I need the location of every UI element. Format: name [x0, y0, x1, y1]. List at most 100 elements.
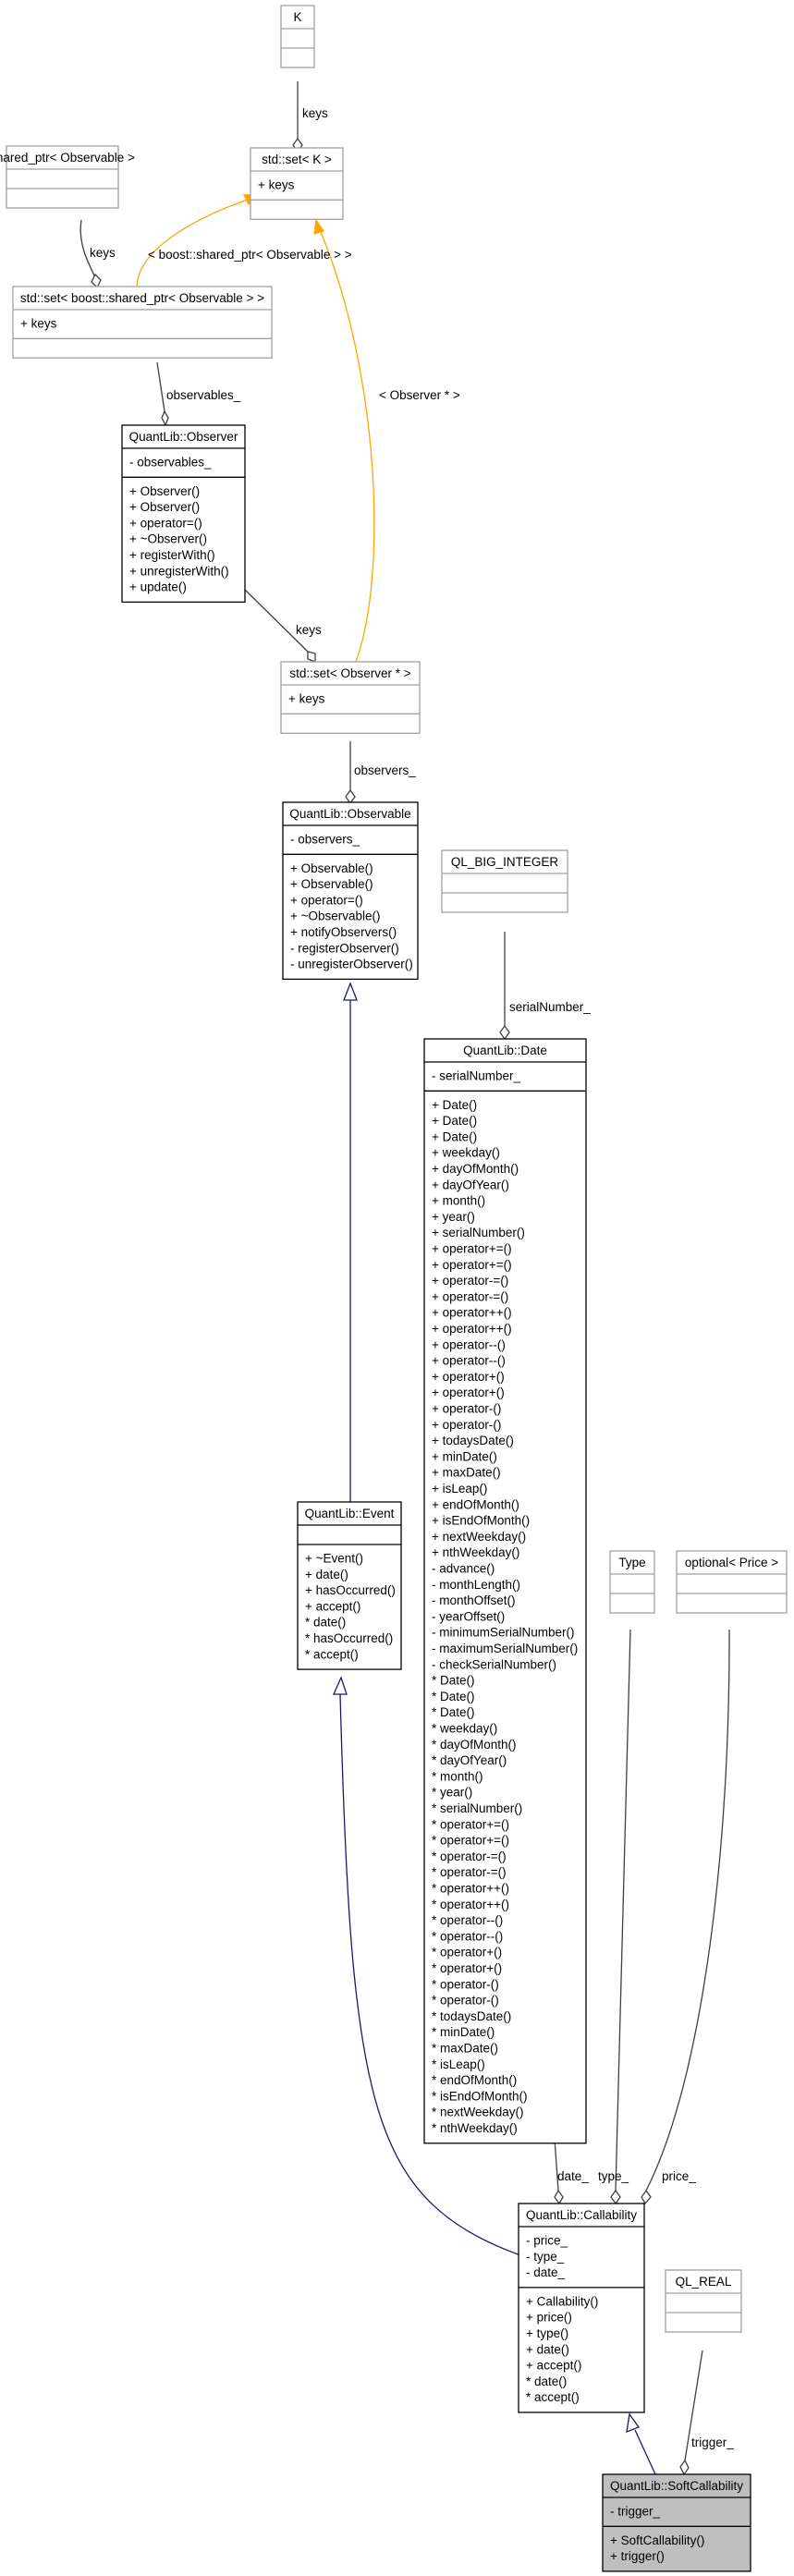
class-operation: + update()	[129, 580, 187, 594]
class-operation: + operator++()	[432, 1322, 512, 1336]
class-operation: + ~Event()	[305, 1552, 363, 1566]
edge-label-price: price_	[662, 2169, 696, 2183]
class-attribute: - date_	[526, 2265, 566, 2279]
class-operation: + operator++()	[432, 1306, 512, 1320]
class-operation: * date()	[305, 1616, 346, 1630]
class-operation: + registerWith()	[129, 548, 215, 562]
class-operation: + year()	[432, 1210, 475, 1224]
class-operation: * operator+=()	[432, 1817, 509, 1831]
class-operation: + operator=()	[129, 516, 202, 530]
class-operation: + accept()	[526, 2359, 581, 2373]
class-operation: * year()	[432, 1786, 472, 1800]
aggregation-diamond-icon	[307, 651, 316, 663]
edge-label-observer-keys: keys	[296, 623, 322, 637]
class-operation: + nextWeekday()	[432, 1530, 526, 1544]
class-operation: * Date()	[432, 1705, 475, 1719]
class-title: K	[293, 10, 301, 24]
edge-label-trigger: trigger_	[691, 2436, 734, 2449]
class-operation: + notifyObservers()	[290, 925, 397, 939]
class-title: QL_BIG_INTEGER	[451, 855, 559, 869]
class-operation: - maximumSerialNumber()	[432, 1642, 578, 1655]
class-operation: * date()	[526, 2375, 567, 2388]
class-node-observable[interactable]: QuantLib::Observable- observers_+ Observ…	[282, 801, 419, 981]
class-operation: * minDate()	[432, 2025, 495, 2039]
class-box	[6, 145, 119, 209]
class-operation: + accept()	[305, 1599, 360, 1613]
edge-labels: keys keys < boost::shared_ptr< Observabl…	[90, 106, 734, 2449]
class-box	[297, 1501, 402, 1670]
class-operation: + trigger()	[610, 2549, 665, 2563]
class-operation: + operator-()	[432, 1418, 501, 1432]
class-box	[280, 5, 315, 68]
class-operation: - unregisterObserver()	[290, 958, 413, 971]
class-operation: + isEndOfMonth()	[432, 1514, 530, 1528]
edge-observables	[156, 361, 165, 412]
class-operation: * accept()	[305, 1647, 359, 1661]
class-operation: + operator-()	[432, 1402, 501, 1416]
class-operation: - monthOffset()	[432, 1593, 516, 1607]
class-node-std-set-observer[interactable]: std::set< Observer * >+ keys	[280, 661, 421, 734]
class-node-callability[interactable]: QuantLib::Callability- price_- type_- da…	[518, 2203, 645, 2413]
class-operation: + minDate()	[432, 1449, 497, 1463]
edge-type-member	[615, 1629, 631, 2191]
aggregation-diamond-icon	[161, 409, 169, 427]
class-operation: + Observer()	[129, 500, 200, 514]
class-operation: + isLeap()	[432, 1482, 487, 1496]
class-box	[676, 1550, 788, 1614]
class-box	[250, 147, 344, 220]
class-operation: + Observable()	[290, 861, 373, 875]
class-box	[609, 1550, 655, 1614]
class-operation: * hasOccurred()	[305, 1631, 393, 1645]
class-operation: + operator+=()	[432, 1242, 512, 1256]
class-operation: * operator--()	[432, 1929, 503, 1943]
class-node-std-set-shared[interactable]: std::set< boost::shared_ptr< Observable …	[12, 286, 273, 359]
class-node-date[interactable]: QuantLib::Date- serialNumber_+ Date()+ D…	[423, 1038, 587, 2144]
class-operation: + ~Observer()	[129, 532, 207, 546]
class-title: QuantLib::Observer	[129, 430, 238, 444]
class-node-soft-callability[interactable]: QuantLib::SoftCallability- trigger_+ Sof…	[602, 2473, 751, 2572]
edge-soft-inherits-callability	[634, 2429, 656, 2475]
class-title: QuantLib::Event	[305, 1507, 395, 1520]
class-operation: + nthWeekday()	[432, 1545, 519, 1559]
class-operation: + date()	[305, 1568, 348, 1581]
class-node-optional-price[interactable]: optional< Price >	[676, 1550, 788, 1614]
class-attribute: + keys	[20, 317, 57, 331]
class-title: std::set< Observer * >	[289, 666, 410, 680]
class-title: std::set< boost::shared_ptr< Observable …	[20, 291, 264, 305]
class-operation: + operator-=()	[432, 1274, 508, 1288]
class-attribute: + keys	[288, 692, 325, 706]
class-operation: + serialNumber()	[432, 1226, 525, 1239]
edge-sharedptr-to-set	[79, 219, 96, 278]
class-attribute: - observers_	[290, 833, 360, 847]
class-operation: - advance()	[432, 1562, 495, 1576]
class-attribute: - price_	[526, 2234, 568, 2248]
class-node-type[interactable]: Type	[609, 1550, 655, 1614]
class-operation: - registerObserver()	[290, 941, 399, 955]
class-operation: + month()	[432, 1194, 485, 1208]
class-operation: - minimumSerialNumber()	[432, 1626, 575, 1640]
class-node-ql-real[interactable]: QL_REAL	[665, 2269, 742, 2333]
class-node-k[interactable]: K	[280, 5, 315, 68]
edge-label-type: type_	[598, 2169, 629, 2183]
class-operation: + operator--()	[432, 1354, 506, 1368]
aggregation-diamond-icon	[679, 2459, 690, 2476]
class-operation: + operator+()	[432, 1386, 505, 1399]
class-node-ql-big-integer[interactable]: QL_BIG_INTEGER	[441, 849, 568, 913]
class-attribute: - trigger_	[610, 2505, 661, 2519]
class-operation: + Date()	[432, 1098, 477, 1112]
class-node-shared-ptr-obs[interactable]: shared_ptr< Observable >	[0, 145, 135, 209]
class-node-event[interactable]: QuantLib::Event+ ~Event()+ date()+ hasOc…	[297, 1501, 402, 1670]
class-title: QL_REAL	[676, 2275, 732, 2289]
inheritance-arrow-icon	[332, 1676, 348, 1695]
class-node-std-set-k[interactable]: std::set< K >+ keys	[250, 147, 344, 220]
class-operation: + todaysDate()	[432, 1434, 514, 1447]
class-operation: + operator--()	[432, 1337, 506, 1351]
class-operation: * operator+()	[432, 1961, 502, 1975]
class-operation: + Date()	[432, 1114, 477, 1128]
class-node-observer[interactable]: QuantLib::Observer- observables_+ Observ…	[121, 424, 246, 604]
class-title: QuantLib::Observable	[289, 807, 410, 821]
class-operation: * operator-=()	[432, 1865, 507, 1879]
aggregation-diamond-icon	[641, 2189, 652, 2205]
edge-label-observer-template: < Observer * >	[379, 388, 460, 402]
edge-callability-inherits-event	[339, 1693, 521, 2256]
